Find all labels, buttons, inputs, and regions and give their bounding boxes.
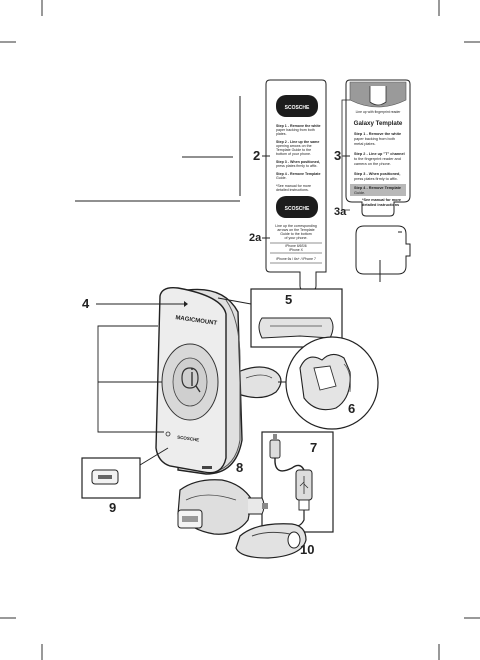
micro-usb-port-detail: 9 (81, 447, 169, 515)
callout-7: 7 (310, 440, 317, 455)
svg-text:detailed instructions.: detailed instructions. (276, 188, 309, 192)
svg-text:Step 1 - Remove the white: Step 1 - Remove the white (354, 132, 401, 136)
svg-text:Step 2 - Line up "T" channel: Step 2 - Line up "T" channel (354, 152, 405, 156)
svg-text:press plates firmly to affix.: press plates firmly to affix. (276, 164, 317, 168)
cable-clip: 10 (235, 523, 314, 559)
galaxy-lineup-label: Line up with fingerprint reader (356, 110, 402, 114)
galaxy-template-guide: Line up with fingerprint reader Galaxy T… (345, 79, 411, 217)
svg-text:Guide.: Guide. (354, 191, 365, 195)
svg-text:iPhone X: iPhone X (289, 248, 303, 252)
svg-text:Template Guide to the: Template Guide to the (276, 148, 311, 152)
svg-text:opening arrows on the: opening arrows on the (276, 144, 312, 148)
iphone-lineup-text: Line up the corresponding arrows on the … (275, 224, 317, 240)
qi-logo-icon (181, 367, 201, 393)
galaxy-steps: Step 1 - Remove the white paper backing … (354, 132, 405, 181)
svg-text:paper backing from both: paper backing from both (276, 128, 315, 132)
callout-9: 9 (109, 500, 116, 515)
brand-label-bottom: SCOSCHE (285, 206, 310, 212)
svg-text:*See manual for more: *See manual for more (276, 184, 311, 188)
callout-2: 2 (253, 148, 260, 163)
svg-text:Step 2 - Line up the same: Step 2 - Line up the same (276, 140, 319, 144)
step-text: Step 1 - Remove the white (276, 124, 321, 128)
svg-text:Guide.: Guide. (276, 176, 287, 180)
svg-text:camera on the phone.: camera on the phone. (354, 162, 391, 166)
usb-symbol-icon (299, 476, 309, 494)
mount-brand-top: MAGICMOUNT (175, 315, 218, 327)
svg-text:Step 4 - Remove Template: Step 4 - Remove Template (354, 186, 401, 190)
page-divider-lines (75, 96, 241, 202)
iphone-steps: Step 1 - Remove the white paper backing … (276, 124, 321, 192)
svg-text:metal plates.: metal plates. (354, 142, 376, 146)
svg-text:of your phone.: of your phone. (285, 236, 308, 240)
mount-brand-bottom: SCOSCHE (177, 434, 200, 442)
callout-3: 3 (334, 148, 341, 163)
galaxy-step4-highlight (350, 184, 406, 196)
callout-4: 4 (82, 296, 90, 311)
galaxy-template-title: Galaxy Template (354, 120, 403, 127)
phone-size-marks (270, 242, 322, 264)
brand-plate-bottom (276, 196, 318, 218)
phone-size-label: iPhone 6s / 6s+ / iPhone 7 (276, 257, 316, 261)
vent-clip-detail: 6 (278, 336, 379, 430)
callout-2a: 2a (249, 232, 262, 244)
car-charger: 8 (177, 460, 268, 535)
svg-text:Step 3 - When positioned,: Step 3 - When positioned, (276, 160, 320, 164)
svg-text:paper backing from both: paper backing from both (354, 137, 395, 141)
callout-8: 8 (236, 460, 243, 475)
svg-text:Step 1 - Remove the white: Step 1 - Remove the white (276, 124, 321, 128)
brand-plate-top (276, 95, 318, 117)
svg-text:Step 4 - Remove Template: Step 4 - Remove Template (276, 172, 320, 176)
svg-text:arrows on the Template: arrows on the Template (277, 228, 314, 232)
svg-text:Line up the corresponding: Line up the corresponding (275, 224, 317, 228)
svg-text:Guide to the bottom: Guide to the bottom (280, 232, 312, 236)
callout-10: 10 (300, 542, 314, 557)
galaxy-metal-plate (355, 225, 411, 282)
phone-size-label: iPhone 6/6S/6 (285, 244, 306, 248)
svg-text:plates.: plates. (276, 132, 287, 136)
svg-text:to the fingerprint reader and: to the fingerprint reader and (354, 157, 401, 161)
iphone-template-guide: SCOSCHE Step 1 - Remove the white paper … (265, 79, 327, 291)
led-indicator (165, 431, 171, 437)
usb-cable-detail: 7 (261, 431, 334, 533)
callout-3a: 3a (334, 206, 347, 218)
mount-bracket-lines (97, 325, 164, 433)
brand-label-top: SCOSCHE (285, 105, 310, 111)
svg-text:press plates firmly to affix.: press plates firmly to affix. (354, 177, 398, 181)
svg-text:Step 3 - When positioned,: Step 3 - When positioned, (354, 172, 400, 176)
svg-text:*See manual for more: *See manual for more (362, 198, 401, 202)
callout-6: 6 (348, 401, 355, 416)
callout-5: 5 (285, 292, 292, 307)
svg-text:detailed instructions: detailed instructions (362, 203, 399, 207)
svg-text:bottom of your phone.: bottom of your phone. (276, 152, 311, 156)
magnetic-mount-illustration: MAGICMOUNT SCOSCHE (155, 286, 282, 475)
